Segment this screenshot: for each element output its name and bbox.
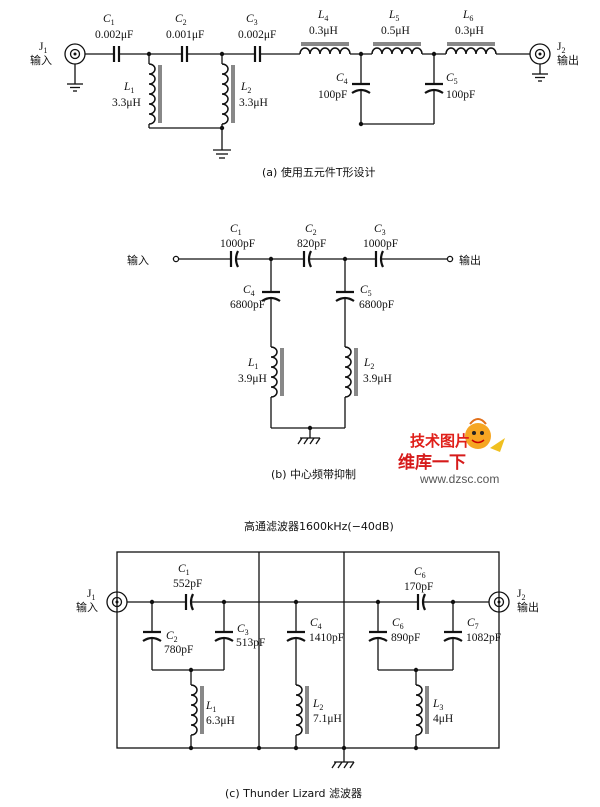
j1-input-label-a: 输入 [30,53,52,67]
label-c1-a: C1 [103,13,115,27]
value-l4-a: 0.3μH [309,25,338,37]
label-c1-b: C1 [230,223,242,237]
inductor-l6-a [445,47,497,55]
caption-b: (b) 中心频带抑制 [271,467,356,481]
connector-j2 [529,43,551,82]
value-c3-b: 1000pF [363,238,398,250]
value-l6-a: 0.3μH [455,25,484,37]
label-l5-a: L5 [388,9,399,23]
inductor-l2-c [295,684,303,736]
connector-j1 [64,43,86,92]
ground-frame [116,551,500,749]
label-c7-c: C7 [467,617,479,631]
value-l2-b: 3.9μH [363,373,392,385]
label-c4-c: C4 [310,617,322,631]
label-c4-b: C4 [243,284,255,298]
label-c3-b: C3 [374,223,386,237]
watermark-line1: 技术图片 [410,432,470,450]
value-c5-b: 6800pF [359,299,394,311]
label-l1-a: L1 [123,81,134,95]
value-l1-c: 6.3μH [206,715,235,727]
caption-a: (a) 使用五元件T形设计 [262,166,376,179]
inductor-l1-a [148,63,156,125]
value-c4-a: 100pF [318,89,347,101]
j1-input-label-c: 输入 [76,600,98,614]
value-c3-c: 513pF [236,637,265,649]
watermark-line2: 维库一下 [398,452,466,473]
input-terminal-b [172,255,180,263]
j2-label-a: J2 [557,41,565,55]
label-c5-a: C5 [446,72,458,86]
label-c2-a: C2 [175,13,187,27]
value-c2-a: 0.001μF [166,29,204,41]
value-c3-a: 0.002μF [238,29,276,41]
inductor-l1-b [270,346,278,398]
value-c1-b: 1000pF [220,238,255,250]
inductor-l4-a [299,47,351,55]
label-c5-c: C6 [414,566,426,580]
mascot-icon [465,423,491,449]
value-c5-c: 170pF [404,581,433,593]
circuit-a: J1 输入 J2 输出 [30,9,579,179]
label-c3-c: C3 [237,623,249,637]
value-c2-c: 780pF [164,644,193,656]
inductor-l2-a [221,63,229,125]
value-l3-c: 4μH [433,713,453,725]
j2-output-label-c: 输出 [517,600,539,614]
inductor-l2-b [344,346,352,398]
value-l1-b: 3.9μH [238,373,267,385]
label-c4-a: C4 [336,72,348,86]
caption-c: (c) Thunder Lizard 滤波器 [225,787,362,800]
label-l1-b: L1 [247,357,258,371]
value-c7-c: 1082pF [466,632,501,644]
label-l1-c: L1 [205,700,216,714]
inductor-l3-c [415,684,423,736]
label-l2-c: L2 [312,698,323,712]
value-c4-b: 6800pF [230,299,265,311]
label-c5-b: C5 [360,284,372,298]
value-l5-a: 0.5μH [381,25,410,37]
inductor-l5-a [371,47,423,55]
label-l2-b: L2 [363,357,374,371]
value-l2-c: 7.1μH [313,713,342,725]
output-label-b: 输出 [459,253,481,267]
output-terminal-b [446,255,454,263]
input-label-b: 输入 [127,253,149,267]
label-c2-c: C2 [166,630,178,644]
j2-label-c: J2 [517,588,525,602]
label-c6-c: C6 [392,617,404,631]
value-c5-a: 100pF [446,89,475,101]
value-c1-c: 552pF [173,578,202,590]
circuit-c: 高通滤波器1600kHz(−40dB) J1 输入 J2 输出 [76,519,539,800]
watermark-url: www.dzsc.com [419,472,499,486]
watermark-logo: 技术图片 维库一下 www.dzsc.com [398,418,505,486]
label-c3-a: C3 [246,13,258,27]
j1-label-c: J1 [87,588,95,602]
value-l2-a: 3.3μH [239,97,268,109]
label-l6-a: L6 [462,9,473,23]
value-c4-c: 1410pF [309,632,344,644]
inductor-l1-c [190,684,198,736]
value-c6-c: 890pF [391,632,420,644]
title-c: 高通滤波器1600kHz(−40dB) [244,519,394,533]
value-c2-b: 820pF [297,238,326,250]
j2-output-label-a: 输出 [557,53,579,67]
value-c1-a: 0.002μF [95,29,133,41]
label-c1-c: C1 [178,563,190,577]
label-l2-a: L2 [240,81,251,95]
value-l1-a: 3.3μH [112,97,141,109]
j1-label-a: J1 [39,41,47,55]
label-l3-c: L3 [432,698,443,712]
circuit-b: 输入 输出 [127,223,481,481]
label-l4-a: L4 [317,9,328,23]
label-c2-b: C2 [305,223,317,237]
